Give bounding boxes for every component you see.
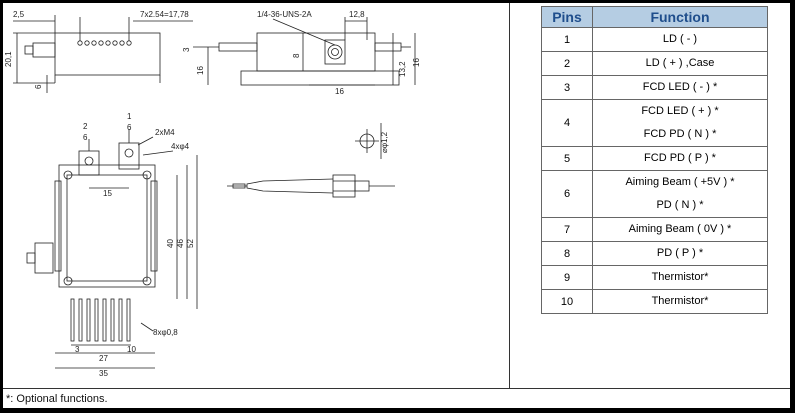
- front-view-body: [58, 164, 156, 288]
- dim-13-2: 13,2: [398, 61, 407, 77]
- pin-function: LD ( + ) ,Case: [592, 51, 768, 76]
- table-row: 2 LD ( + ) ,Case: [541, 51, 768, 76]
- side-view-2-body: [256, 32, 376, 72]
- function-line: Aiming Beam ( +5V ) *: [625, 176, 735, 188]
- header-pins: Pins: [541, 6, 593, 28]
- table-row: 5 FCD PD ( P ) *: [541, 146, 768, 171]
- dim-46: 46: [176, 239, 185, 248]
- dim-pin3: 3: [75, 345, 80, 354]
- function-line: PD ( P ) *: [656, 247, 704, 259]
- table-row: 8 PD ( P ) *: [541, 241, 768, 266]
- dim-15: 15: [103, 189, 112, 198]
- function-line: Aiming Beam ( 0V ) *: [628, 223, 732, 235]
- dim-pin2: 2: [83, 122, 88, 131]
- pin-number: 7: [541, 217, 593, 242]
- footnote: *: Optional functions.: [6, 393, 108, 405]
- pin-function: Thermistor*: [592, 289, 768, 314]
- pin-number: 1: [541, 27, 593, 52]
- dim-pin10: 10: [127, 345, 136, 354]
- table-row: 10 Thermistor*: [541, 289, 768, 314]
- side-view-pins: [77, 40, 132, 46]
- dim-pitch: 7x2.54=17,78: [140, 10, 189, 19]
- pin-number: 4: [541, 99, 593, 147]
- pin-function: Thermistor*: [592, 265, 768, 290]
- dim-pin2-6: 6: [83, 133, 88, 142]
- dim-8: 8: [292, 53, 301, 58]
- dim-8xphi: 8xφ0,8: [153, 328, 178, 337]
- function-line: FCD PD ( P ) *: [644, 152, 716, 164]
- function-line: FCD LED ( + ) *: [641, 105, 719, 117]
- header-function: Function: [592, 6, 768, 28]
- front-view-pins: [70, 298, 131, 342]
- dim-2-5: 2,5: [13, 10, 25, 19]
- function-line: PD ( N ) *: [656, 199, 704, 211]
- dim-16-bottom: 16: [335, 87, 344, 96]
- fiber-ferrule: [332, 174, 356, 198]
- dim-2xm4: 2xM4: [155, 128, 175, 137]
- side-view-2-fiber: [218, 42, 258, 52]
- dim-16-right: 16: [412, 58, 421, 67]
- dim-3: 3: [182, 47, 191, 52]
- tab-pin2: [78, 150, 100, 176]
- pin-function: Aiming Beam ( 0V ) *: [592, 217, 768, 242]
- dim-27: 27: [99, 354, 108, 363]
- table-row: 9 Thermistor*: [541, 265, 768, 290]
- table-row: 4 FCD LED ( + ) * FCD PD ( N ) *: [541, 99, 768, 147]
- front-view-connector: [34, 242, 54, 274]
- table-body: 1 LD ( - ) 2 LD ( + ) ,Case 3 FCD LED ( - ) *…: [541, 27, 768, 314]
- pin-number: 3: [541, 75, 593, 100]
- dim-4xphi4: 4xφ4: [171, 142, 190, 151]
- table-row: 7 Aiming Beam ( 0V ) *: [541, 217, 768, 242]
- dim-12-8: 12,8: [349, 10, 365, 19]
- table-row: 6 Aiming Beam ( +5V ) * PD ( N ) *: [541, 170, 768, 218]
- pin-function: Aiming Beam ( +5V ) * PD ( N ) *: [592, 170, 768, 218]
- function-line: FCD PD ( N ) *: [643, 128, 717, 140]
- pin-number: 6: [541, 170, 593, 218]
- table-header-row: Pins Function: [541, 6, 768, 28]
- thread-port: [327, 44, 343, 60]
- pin-function: PD ( P ) *: [592, 241, 768, 266]
- mount-hole-tr: [142, 170, 152, 180]
- function-line: Thermistor*: [651, 271, 709, 283]
- mount-hole-br: [142, 276, 152, 286]
- dim-16-left: 16: [196, 66, 205, 75]
- function-line: FCD LED ( - ) *: [642, 81, 718, 93]
- pin-function: FCD LED ( + ) * FCD PD ( N ) *: [592, 99, 768, 147]
- dim-35: 35: [99, 369, 108, 378]
- pin-function: FCD LED ( - ) *: [592, 75, 768, 100]
- dim-pin1-6: 6: [127, 123, 132, 132]
- dim-40: 40: [166, 239, 175, 248]
- dim-6-side: 6: [34, 84, 43, 89]
- pin-function: LD ( - ): [592, 27, 768, 52]
- dim-pin1: 1: [127, 112, 132, 121]
- function-line: LD ( - ): [662, 33, 698, 45]
- dim-52: 52: [186, 239, 195, 248]
- section-divider-horizontal: [3, 388, 790, 389]
- pin-number: 5: [541, 146, 593, 171]
- dim-thread: 1/4-36-UNS-2A: [257, 10, 312, 19]
- mechanical-drawing: 2,5 7x2.54=17,78 20,1 6 1/4-36-UNS-2A 12…: [4, 10, 421, 378]
- pin-number: 9: [541, 265, 593, 290]
- table-row: 1 LD ( - ): [541, 27, 768, 52]
- pin-number: 8: [541, 241, 593, 266]
- table-row: 3 FCD LED ( - ) *: [541, 75, 768, 100]
- mount-hole-tl: [63, 170, 73, 180]
- function-line: Thermistor*: [651, 295, 709, 307]
- section-divider-vertical: [509, 3, 510, 388]
- pin-number: 10: [541, 289, 593, 314]
- pin-function: FCD PD ( P ) *: [592, 146, 768, 171]
- dim-phi1-2: ⌀φ1,2: [380, 131, 389, 153]
- side-view-body: [54, 32, 161, 76]
- mount-hole-bl: [63, 276, 73, 286]
- pin-number: 2: [541, 51, 593, 76]
- function-line: LD ( + ) ,Case: [645, 57, 715, 69]
- side-view-2-base: [240, 70, 400, 86]
- side-view-connector: [32, 42, 56, 58]
- fiber-boot: [246, 178, 334, 194]
- dim-20-1: 20,1: [4, 51, 13, 67]
